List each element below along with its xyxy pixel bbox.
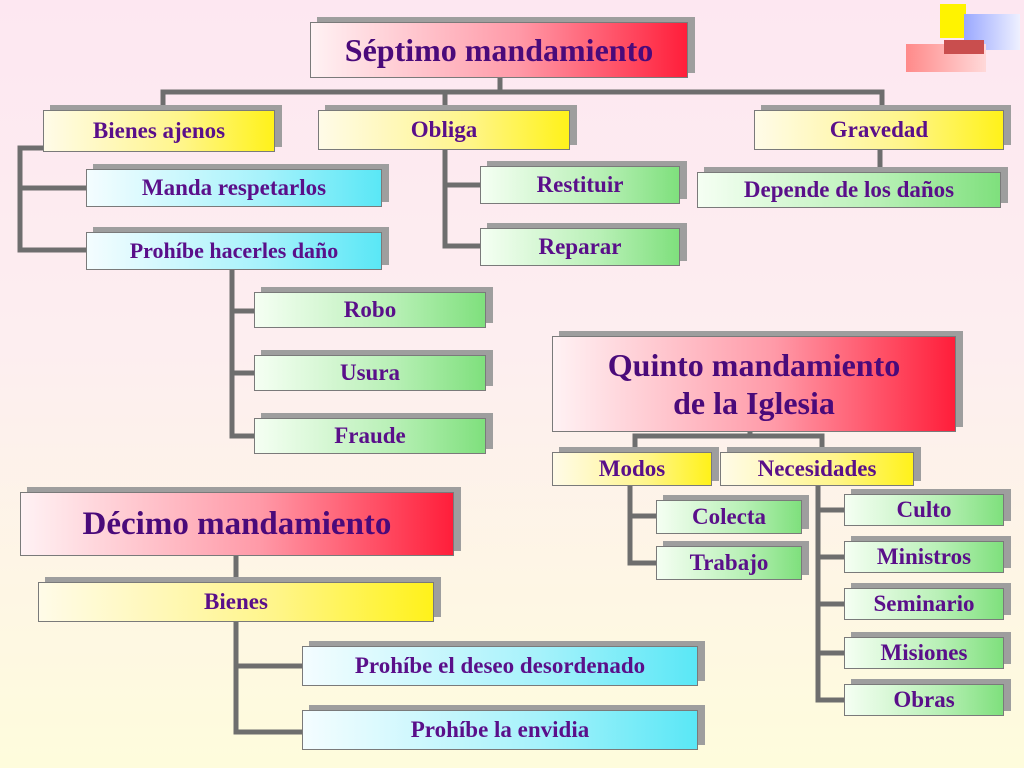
bienes-node: Bienes <box>38 582 434 622</box>
prohibe-hacerles-dano-node: Prohíbe hacerles daño <box>86 232 382 270</box>
fraude-node: Fraude <box>254 418 486 454</box>
reparar-node: Reparar <box>480 228 680 266</box>
modos-node: Modos <box>552 452 712 486</box>
quinto-title-line2: de la Iglesia <box>673 385 835 421</box>
colecta-node: Colecta <box>656 500 802 534</box>
restituir-node: Restituir <box>480 166 680 204</box>
decimo-title: Décimo mandamiento <box>20 492 454 556</box>
septimo-title: Séptimo mandamiento <box>310 22 688 78</box>
quinto-title: Quinto mandamiento de la Iglesia <box>552 336 956 432</box>
obliga-node: Obliga <box>318 110 570 150</box>
gravedad-node: Gravedad <box>754 110 1004 150</box>
seminario-node: Seminario <box>844 588 1004 620</box>
culto-node: Culto <box>844 494 1004 526</box>
trabajo-node: Trabajo <box>656 546 802 580</box>
manda-respetarlos-node: Manda respetarlos <box>86 169 382 207</box>
prohibe-envidia-node: Prohíbe la envidia <box>302 710 698 750</box>
depende-de-los-danos-node: Depende de los daños <box>697 172 1001 208</box>
ministros-node: Ministros <box>844 541 1004 573</box>
bienes-ajenos-node: Bienes ajenos <box>43 110 275 152</box>
usura-node: Usura <box>254 355 486 391</box>
quinto-title-line1: Quinto mandamiento <box>607 347 901 383</box>
necesidades-node: Necesidades <box>720 452 914 486</box>
robo-node: Robo <box>254 292 486 328</box>
corner-decoration <box>896 0 1024 80</box>
prohibe-deseo-node: Prohíbe el deseo desordenado <box>302 646 698 686</box>
obras-node: Obras <box>844 684 1004 716</box>
misiones-node: Misiones <box>844 637 1004 669</box>
